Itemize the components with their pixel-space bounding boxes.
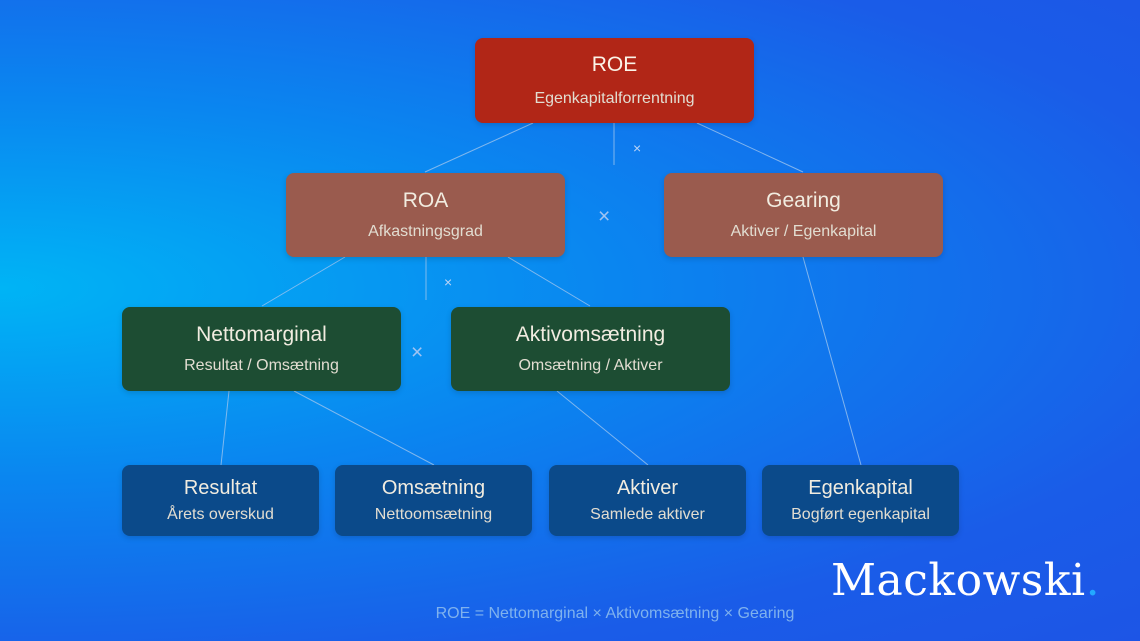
connector-nettomarginal-resultat [220,390,230,466]
roe-title: ROE [591,53,638,76]
omsaetning-title: Omsætning [381,477,486,499]
roa-node: ROA Afkastningsgrad [286,173,565,257]
connector-roe-gearing [696,122,804,173]
omsaetning-subtitle: Nettoomsætning [374,506,493,523]
egenkapital-subtitle: Bogført egenkapital [791,506,930,523]
connector-roa-nettomarginal [261,256,346,307]
connector-aktivomsaetning-aktiver [556,390,649,466]
aktivomsaetning-node: Aktivomsætning Omsætning / Aktiver [451,307,730,391]
roe-subtitle: Egenkapitalforrentning [534,90,695,107]
multiply-sign-roa-gearing: × [598,205,611,228]
nettomarginal-subtitle: Resultat / Omsætning [184,357,339,374]
aktiver-node: Aktiver Samlede aktiver [549,465,746,536]
resultat-title: Resultat [183,477,258,499]
multiply-sign-roa: × [444,274,453,290]
gearing-node: Gearing Aktiver / Egenkapital [664,173,943,257]
roa-subtitle: Afkastningsgrad [368,223,483,240]
resultat-node: Resultat Årets overskud [122,465,319,536]
connector-roa-aktivomsaetning [507,256,591,307]
resultat-subtitle: Årets overskud [167,506,274,523]
gearing-subtitle: Aktiver / Egenkapital [730,223,877,240]
mackowski-logo: Mackowski. [831,555,1100,606]
connector-roe-roa [424,122,534,173]
multiply-sign-roe: × [633,140,642,156]
aktiver-subtitle: Samlede aktiver [590,506,705,523]
egenkapital-node: Egenkapital Bogført egenkapital [762,465,959,536]
logo-dot: . [1085,555,1101,606]
connector-nettomarginal-omsaetning [293,390,435,466]
roe-node: ROE Egenkapitalforrentning [475,38,754,123]
gearing-title: Gearing [766,189,841,212]
multiply-sign-nettomarginal-aktivomsaetning: × [411,341,424,364]
aktivomsaetning-subtitle: Omsætning / Aktiver [518,357,663,374]
logo-name: Mackowski [831,555,1086,606]
aktiver-title: Aktiver [616,477,679,499]
roa-title: ROA [402,189,449,212]
nettomarginal-title: Nettomarginal [196,323,327,346]
egenkapital-title: Egenkapital [808,477,913,499]
nettomarginal-node: Nettomarginal Resultat / Omsætning [122,307,401,391]
connector-gearing-egenkapital [802,256,862,466]
omsaetning-node: Omsætning Nettoomsætning [335,465,532,536]
formula-text: ROE = Nettomarginal × Aktivomsætning × G… [435,605,795,622]
aktivomsaetning-title: Aktivomsætning [515,323,666,346]
